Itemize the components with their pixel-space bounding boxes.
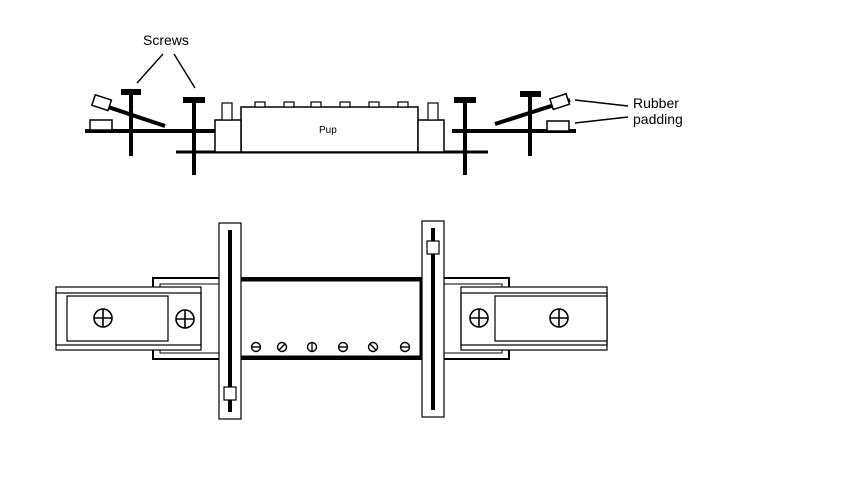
pup-screws [250, 341, 411, 353]
pup-top-core [237, 278, 423, 359]
left-clamp-inner [55, 292, 202, 346]
pup-screw-icon [399, 341, 411, 353]
left-slot-slider [223, 386, 237, 401]
crosshair-screw-icon [175, 309, 195, 329]
crosshair-screw-icon [549, 308, 569, 328]
right-slot-slider [426, 240, 440, 255]
side-screw [183, 97, 205, 175]
pup-screw-icon [367, 341, 379, 353]
pup-screw-icon [337, 341, 349, 353]
side-screw [454, 97, 476, 175]
rubber-label-line1: Rubber [633, 95, 679, 111]
right-rubber-pad [546, 120, 570, 132]
left-post [221, 102, 233, 121]
rubber-leader-bottom [574, 116, 629, 124]
rubber-label-line2: padding [633, 111, 683, 127]
pup-body [240, 106, 419, 153]
pup-label: Pup [319, 125, 337, 136]
right-block [417, 119, 445, 153]
top-view [55, 220, 608, 420]
screws-leader-right [173, 53, 196, 89]
right-clamp-pad [548, 92, 571, 111]
crosshair-screw-icon [93, 308, 113, 328]
rubber-leader-top [574, 99, 629, 107]
side-view [85, 53, 629, 175]
left-rubber-pad [89, 119, 113, 131]
pup-screw-icon [276, 341, 288, 353]
screws-label: Screws [143, 32, 189, 48]
side-screw [121, 89, 141, 156]
left-block [214, 119, 242, 153]
right-post [427, 102, 439, 121]
pup-screw-icon [306, 341, 318, 353]
left-clamp-plate [66, 295, 169, 342]
crosshair-screw-icon [469, 308, 489, 328]
screws-leader-left [136, 53, 164, 84]
left-clamp-pad [90, 93, 113, 112]
pup-screw-icon [250, 341, 262, 353]
pup-pins [254, 101, 409, 108]
side-screw [520, 91, 541, 156]
